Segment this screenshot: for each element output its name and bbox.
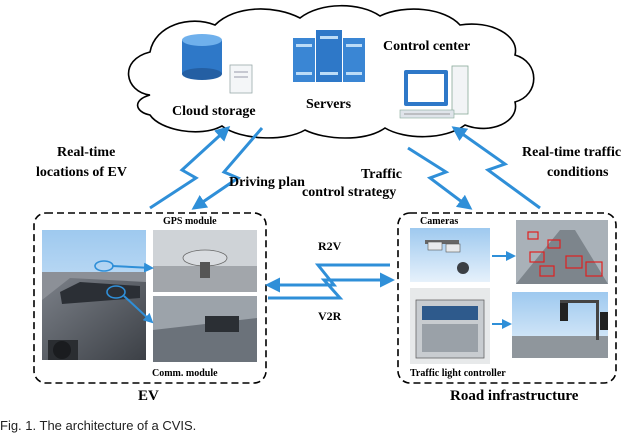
computer-icon xyxy=(399,65,469,119)
arrow-road-to-cloud xyxy=(451,126,541,210)
realtime-locations-line2: locations of EV xyxy=(36,165,127,180)
arrow-car-to-comm xyxy=(123,295,154,324)
traffic-strategy-line2: control strategy xyxy=(302,185,396,200)
arrow-cloud-to-ev xyxy=(191,127,264,210)
camera-photo xyxy=(410,228,490,282)
servers-label: Servers xyxy=(306,97,352,112)
arrow-ev-to-cloud xyxy=(149,125,231,210)
arrow-car-to-gps xyxy=(111,262,154,273)
traffic-light-controller-photo xyxy=(410,288,490,364)
realtime-conditions-line1: Real-time traffic xyxy=(522,145,621,160)
figure-caption: Fig. 1. The architecture of a CVIS. xyxy=(0,418,197,433)
arrow-road-to-ev xyxy=(265,263,390,293)
realtime-conditions-line2: conditions xyxy=(547,165,609,180)
driving-plan-label: Driving plan xyxy=(229,175,305,190)
comm-module-photo xyxy=(153,296,257,362)
servers-icon xyxy=(293,30,365,82)
ev-box xyxy=(33,212,267,384)
gps-module-label: GPS module xyxy=(163,216,217,227)
traffic-strategy-line1: Traffic xyxy=(361,167,402,182)
ev-title: EV xyxy=(138,388,159,404)
traffic-light-controller-label: Traffic light controller xyxy=(410,368,506,379)
ev-car-photo xyxy=(42,230,146,360)
traffic-light-photo xyxy=(512,292,608,358)
v2r-label: V2R xyxy=(318,309,342,323)
cameras-label: Cameras xyxy=(420,216,458,227)
arrow-ev-to-road xyxy=(268,272,395,300)
comm-module-label: Comm. module xyxy=(152,368,218,379)
road-infrastructure-title: Road infrastructure xyxy=(450,388,579,404)
road-box xyxy=(397,212,617,384)
cloud-storage-label: Cloud storage xyxy=(172,104,256,119)
gps-module-photo xyxy=(153,230,257,292)
database-icon xyxy=(182,34,253,94)
arrow-cloud-to-road xyxy=(407,146,473,210)
traffic-detection-photo xyxy=(516,220,608,284)
realtime-locations-line1: Real-time xyxy=(57,145,115,160)
control-center-label: Control center xyxy=(383,39,470,54)
r2v-label: R2V xyxy=(318,239,342,253)
